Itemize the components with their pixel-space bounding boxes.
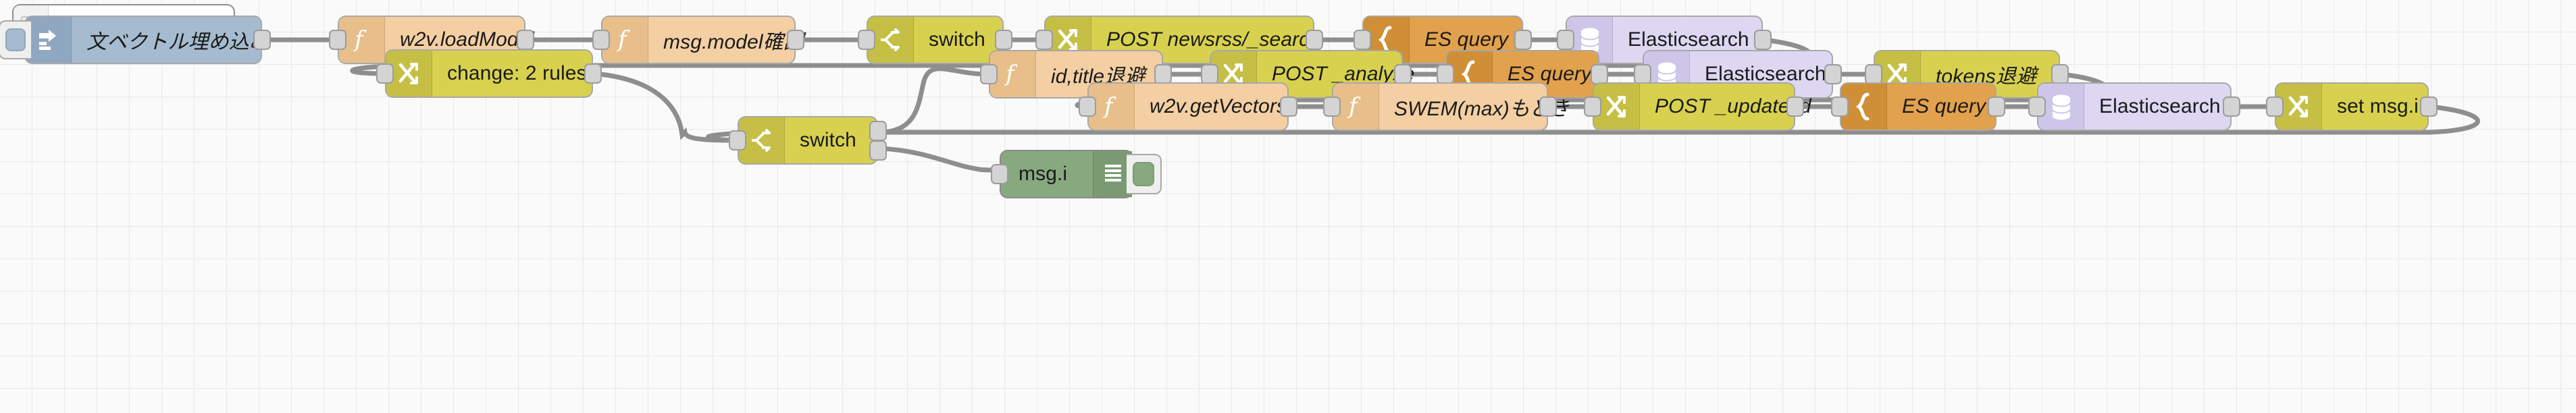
output-port[interactable] [1754,30,1772,50]
output-port[interactable] [1539,97,1557,117]
output-port[interactable] [517,30,534,50]
wire-switch2-out2-to-debug [877,146,1001,173]
input-port[interactable] [1831,97,1849,117]
input-port[interactable] [858,30,875,50]
svg-text:ƒ: ƒ [353,27,367,53]
node-switch-1[interactable]: switch [858,16,1012,64]
node-label: set msg.i [2337,95,2419,117]
input-port[interactable] [2028,97,2046,117]
node-label: w2v.getVectors [1150,95,1287,117]
node-label: switch [800,129,856,151]
node-label: 文ベクトル埋め込み [86,31,269,53]
input-port[interactable] [729,130,746,150]
node-function-modelcheck[interactable]: ƒ msg.model確認 [592,16,804,64]
input-port[interactable] [991,164,1008,184]
node-inject-embed[interactable]: 文ベクトル埋め込み [0,16,271,64]
node-elasticsearch-3[interactable]: Elasticsearch [2028,82,2240,131]
output-port[interactable] [1786,97,1804,117]
input-port[interactable] [980,64,998,84]
input-port[interactable] [1584,97,1601,117]
node-function-swem-max[interactable]: ƒ SWEM(max)もどき [1323,82,1570,131]
node-template-esquery-3[interactable]: ES query [1831,82,2005,131]
debug-toggle-button[interactable] [1127,154,1162,194]
input-port[interactable] [1557,30,1574,50]
wire-change2-to-switch2 [592,71,739,143]
output-port[interactable] [1154,64,1172,84]
input-port[interactable] [1035,30,1053,50]
node-label: ES query [1902,95,1986,117]
svg-text:ƒ: ƒ [1347,94,1361,119]
output-port[interactable] [1280,97,1297,117]
node-change-2rules[interactable]: change: 2 rules [376,49,602,98]
output-port[interactable] [787,30,804,50]
svg-text:ƒ: ƒ [1103,94,1116,119]
node-change-set-msgi[interactable]: set msg.i [2266,82,2438,131]
output-port[interactable] [1988,97,2005,117]
output-port-1[interactable] [869,121,887,142]
output-port-2[interactable] [869,140,887,161]
input-port[interactable] [1079,97,1096,117]
output-port[interactable] [1394,64,1412,84]
input-port[interactable] [1634,64,1651,84]
output-port[interactable] [2223,97,2240,117]
input-port[interactable] [1201,64,1218,84]
output-port[interactable] [1306,30,1323,50]
svg-text:ƒ: ƒ [617,27,630,53]
wire-switch2-out1-to-idtitle [877,66,990,135]
node-label: Elasticsearch [2099,95,2221,117]
input-port[interactable] [1323,97,1341,117]
output-port[interactable] [2420,97,2438,117]
input-port[interactable] [1437,64,1454,84]
input-port[interactable] [2266,97,2284,117]
node-change-post-update-id[interactable]: POST _update/id [1584,82,1811,131]
input-port[interactable] [1865,64,1882,84]
input-port[interactable] [1354,30,1371,50]
input-port[interactable] [329,30,346,50]
node-debug-msgi[interactable]: msg.i [991,150,1162,198]
output-port[interactable] [2051,64,2069,84]
output-port[interactable] [253,30,271,50]
node-function-getvectors[interactable]: ƒ w2v.getVectors [1079,82,1297,131]
output-port[interactable] [1591,64,1608,84]
inject-arrow-icon [26,17,72,63]
debug-lines-icon [1093,151,1132,197]
svg-text:ƒ: ƒ [1004,61,1018,87]
input-port[interactable] [592,30,610,50]
node-label: change: 2 rules [447,62,587,84]
input-port[interactable] [376,63,394,84]
output-port[interactable] [1514,30,1532,50]
output-port[interactable] [584,63,602,84]
inject-trigger-button[interactable] [0,20,31,59]
node-label: msg.i [1019,163,1068,185]
output-port[interactable] [1824,64,1842,84]
output-port[interactable] [995,30,1012,50]
node-switch-2[interactable]: switch [729,116,887,165]
